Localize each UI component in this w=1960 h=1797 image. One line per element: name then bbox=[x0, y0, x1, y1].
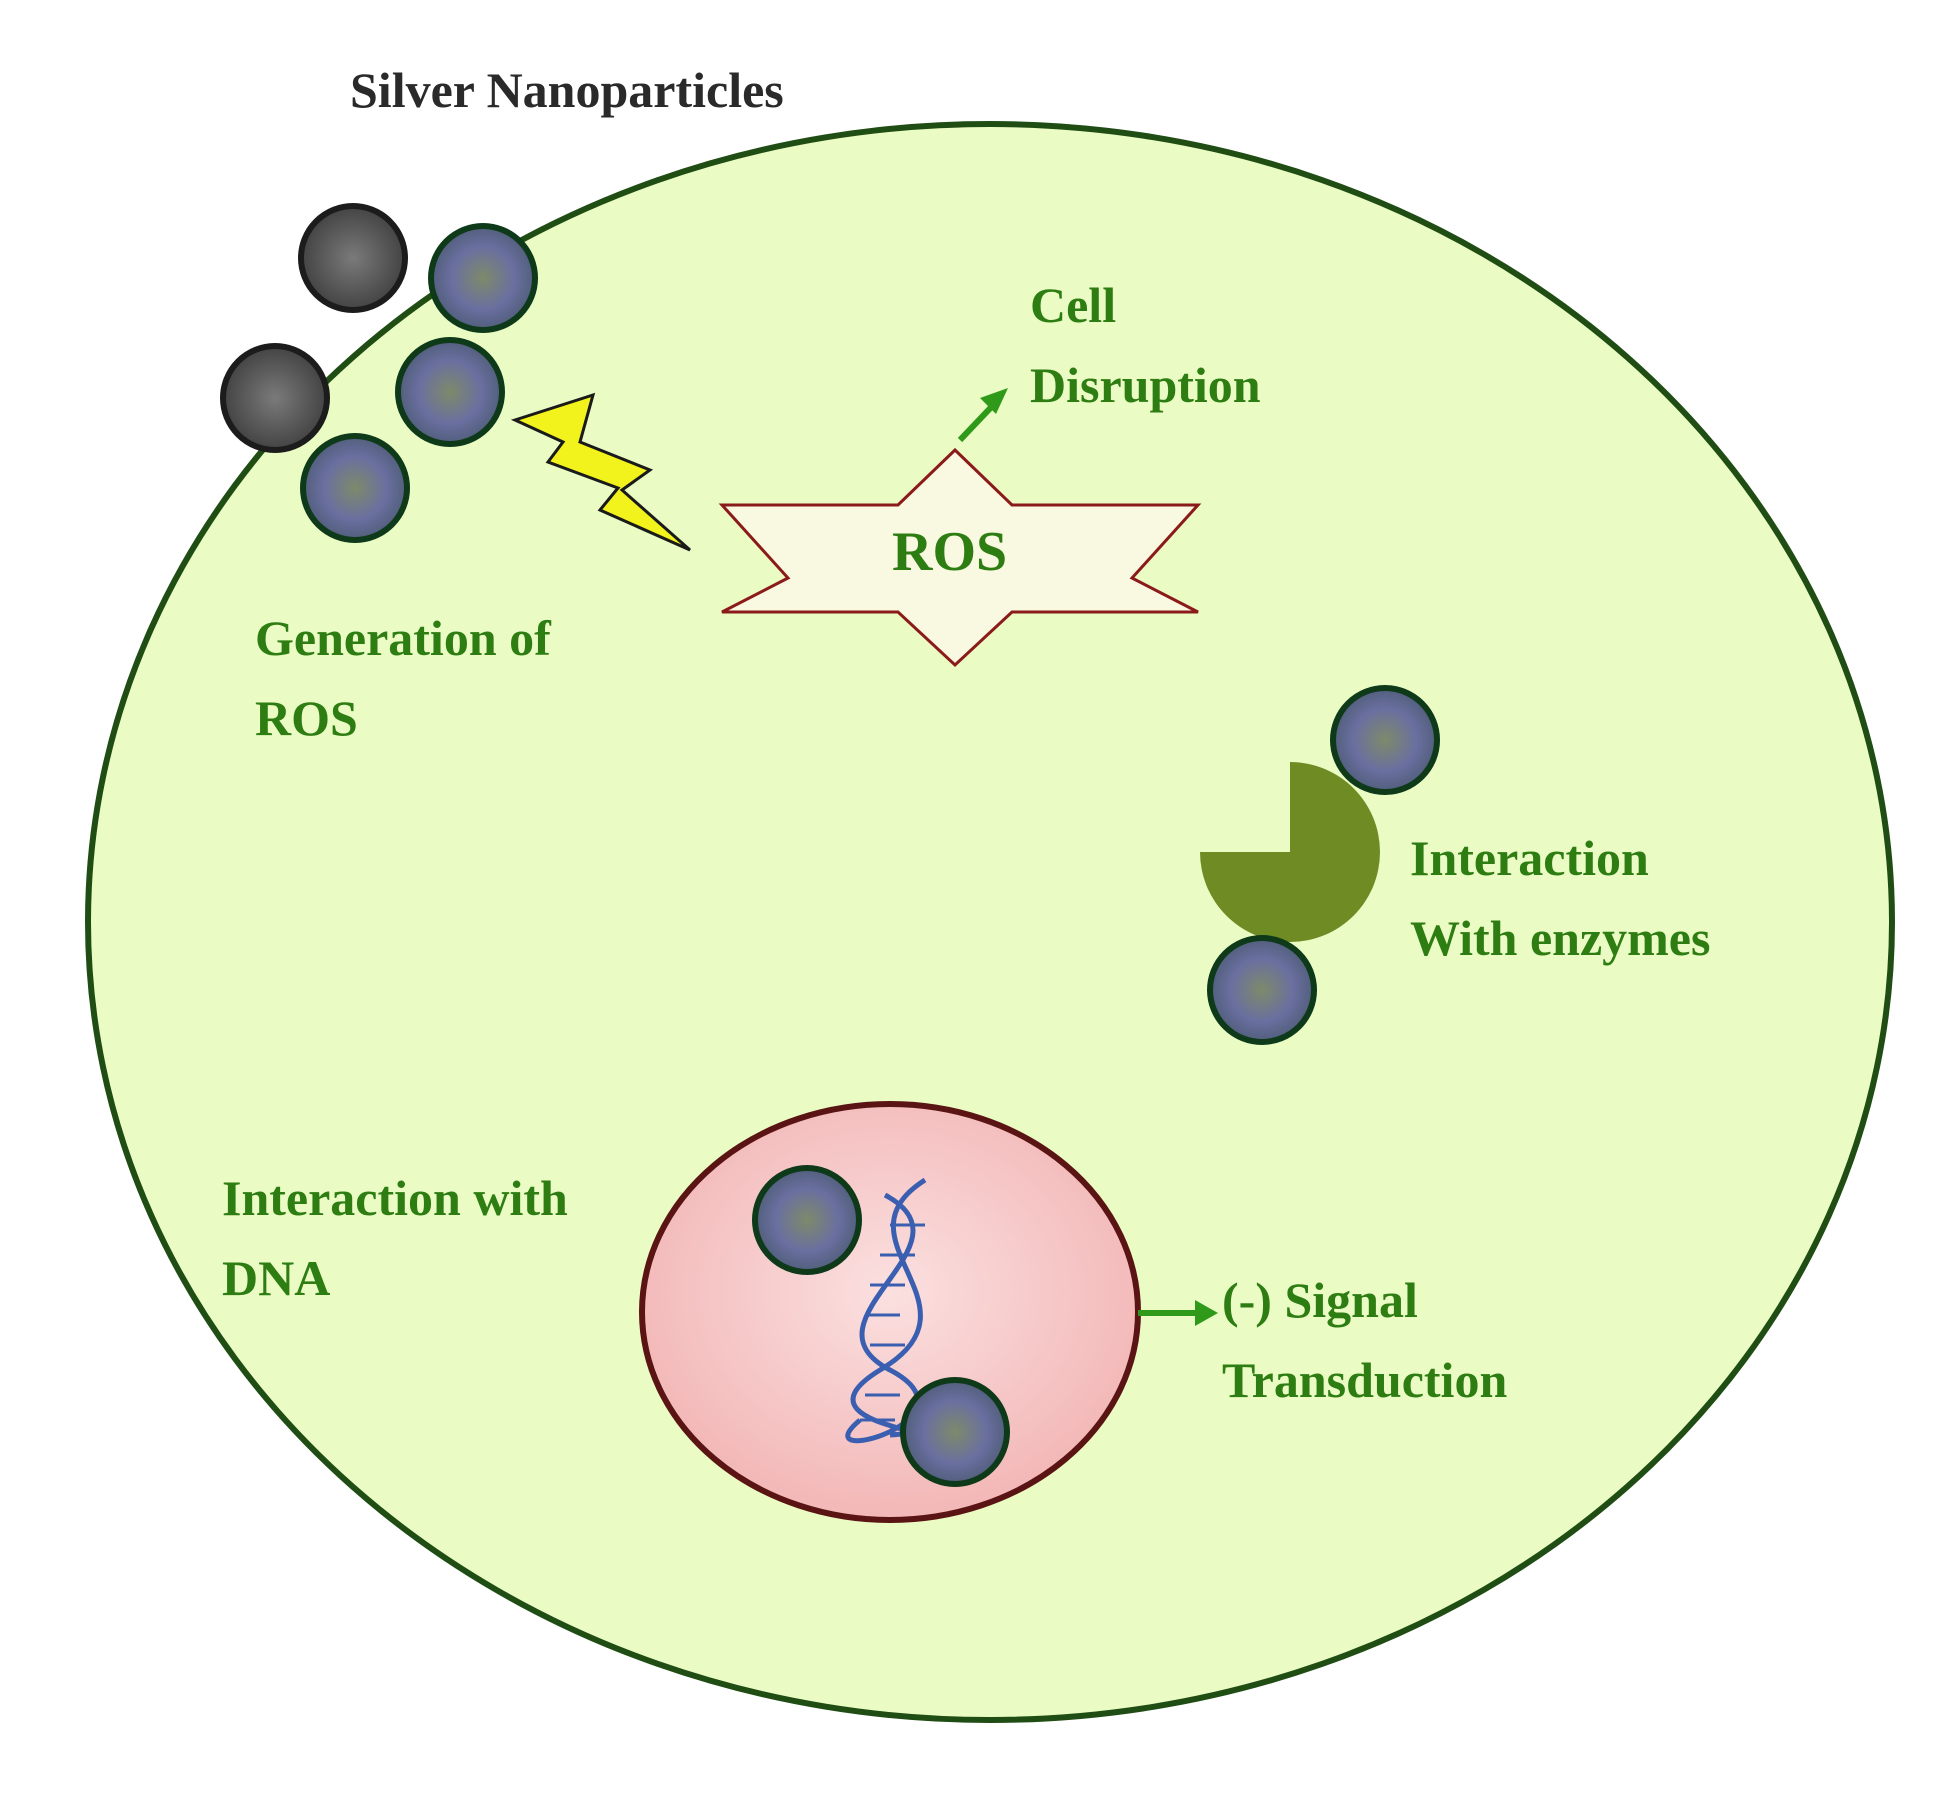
nanoparticle-icon bbox=[220, 343, 330, 453]
title-text: Silver Nanoparticles bbox=[350, 62, 784, 118]
nanoparticle-icon bbox=[298, 203, 408, 313]
nanoparticle-icon bbox=[752, 1165, 862, 1275]
nanoparticle-icon bbox=[300, 433, 410, 543]
enzyme-icon bbox=[1200, 685, 1440, 1045]
interaction-with-dna-label: Interaction with DNA bbox=[222, 1158, 568, 1318]
interaction-dna-line-2: DNA bbox=[222, 1250, 331, 1306]
nanoparticle-icon bbox=[395, 337, 505, 447]
nanoparticle-icon bbox=[428, 223, 538, 333]
signal-transduction-line-2: Transduction bbox=[1222, 1352, 1508, 1408]
lightning-bolt-icon bbox=[510, 392, 691, 552]
interaction-dna-line-1: Interaction with bbox=[222, 1170, 568, 1226]
nanoparticle-cluster bbox=[220, 203, 538, 543]
signal-transduction-label: (-) Signal Transduction bbox=[1222, 1260, 1507, 1420]
signal-transduction-line-1: (-) Signal bbox=[1222, 1272, 1418, 1328]
nanoparticle-icon bbox=[1330, 685, 1440, 795]
cell-disruption-line-1: Cell bbox=[1030, 277, 1117, 333]
interaction-enzymes-line-1: Interaction bbox=[1410, 830, 1649, 886]
nucleus bbox=[639, 1101, 1141, 1523]
generation-of-ros-label: Generation of ROS bbox=[255, 598, 551, 758]
ros-text: ROS bbox=[892, 521, 1008, 583]
silver-nanoparticles-title: Silver Nanoparticles bbox=[350, 50, 784, 130]
dna-helix-icon bbox=[752, 1165, 1010, 1487]
arrow-icon bbox=[957, 388, 1008, 443]
cell-membrane bbox=[85, 121, 1895, 1723]
cell-disruption-line-2: Disruption bbox=[1030, 357, 1261, 413]
nanoparticle-icon bbox=[900, 1377, 1010, 1487]
generation-of-ros-line-1: Generation of bbox=[255, 610, 551, 666]
cell-disruption-label: Cell Disruption bbox=[1030, 265, 1261, 425]
interaction-with-enzymes-label: Interaction With enzymes bbox=[1410, 818, 1710, 978]
ros-label: ROS bbox=[892, 512, 1007, 592]
nanoparticle-icon bbox=[1207, 935, 1317, 1045]
generation-of-ros-line-2: ROS bbox=[255, 690, 358, 746]
interaction-enzymes-line-2: With enzymes bbox=[1410, 910, 1711, 966]
arrow-icon bbox=[1138, 1300, 1218, 1326]
ros-star-icon bbox=[718, 447, 1202, 668]
